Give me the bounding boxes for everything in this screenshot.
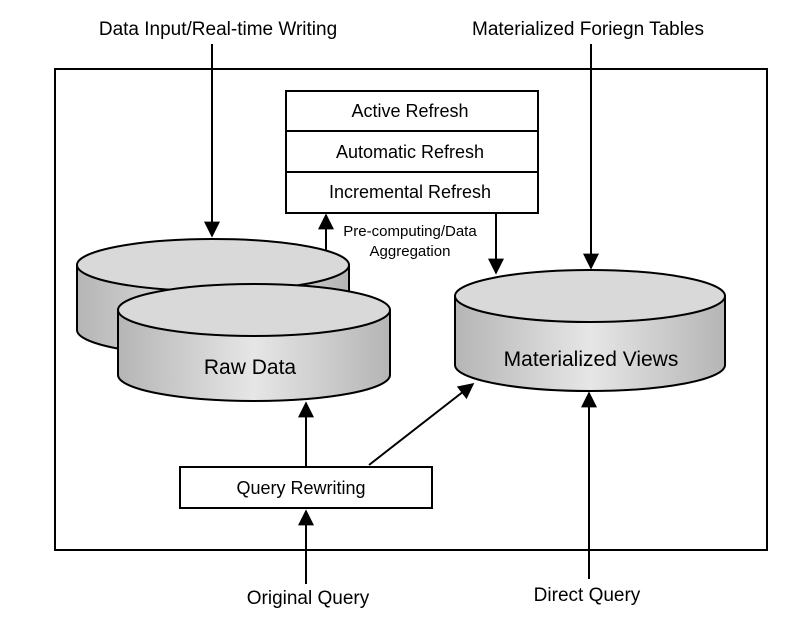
precomputing-label-line2: Aggregation [370, 243, 451, 260]
query-rewriting-label: Query Rewriting [236, 478, 365, 498]
materialized-views-cylinder: Materialized Views [454, 269, 726, 392]
system-boundary [54, 68, 768, 551]
refresh-box: Active Refresh Automatic Refresh Increme… [285, 90, 539, 214]
original-query-label: Original Query [247, 588, 370, 609]
raw-data-label: Raw Data [204, 356, 297, 379]
automatic-refresh-label: Automatic Refresh [336, 142, 484, 162]
direct-query-label: Direct Query [534, 585, 641, 606]
precomputing-label-line1: Pre-computing/Data [343, 223, 477, 240]
foreign-tables-label: Materialized Foriegn Tables [472, 19, 704, 40]
data-input-label: Data Input/Real-time Writing [99, 19, 337, 40]
raw-data-cylinder: Raw Data [117, 283, 391, 402]
arrow-rewriting-to-views [368, 383, 475, 466]
incremental-refresh-label: Incremental Refresh [329, 182, 491, 202]
materialized-views-label: Materialized Views [504, 348, 679, 371]
query-rewriting-box: Query Rewriting [179, 466, 433, 509]
active-refresh-label: Active Refresh [351, 101, 468, 121]
